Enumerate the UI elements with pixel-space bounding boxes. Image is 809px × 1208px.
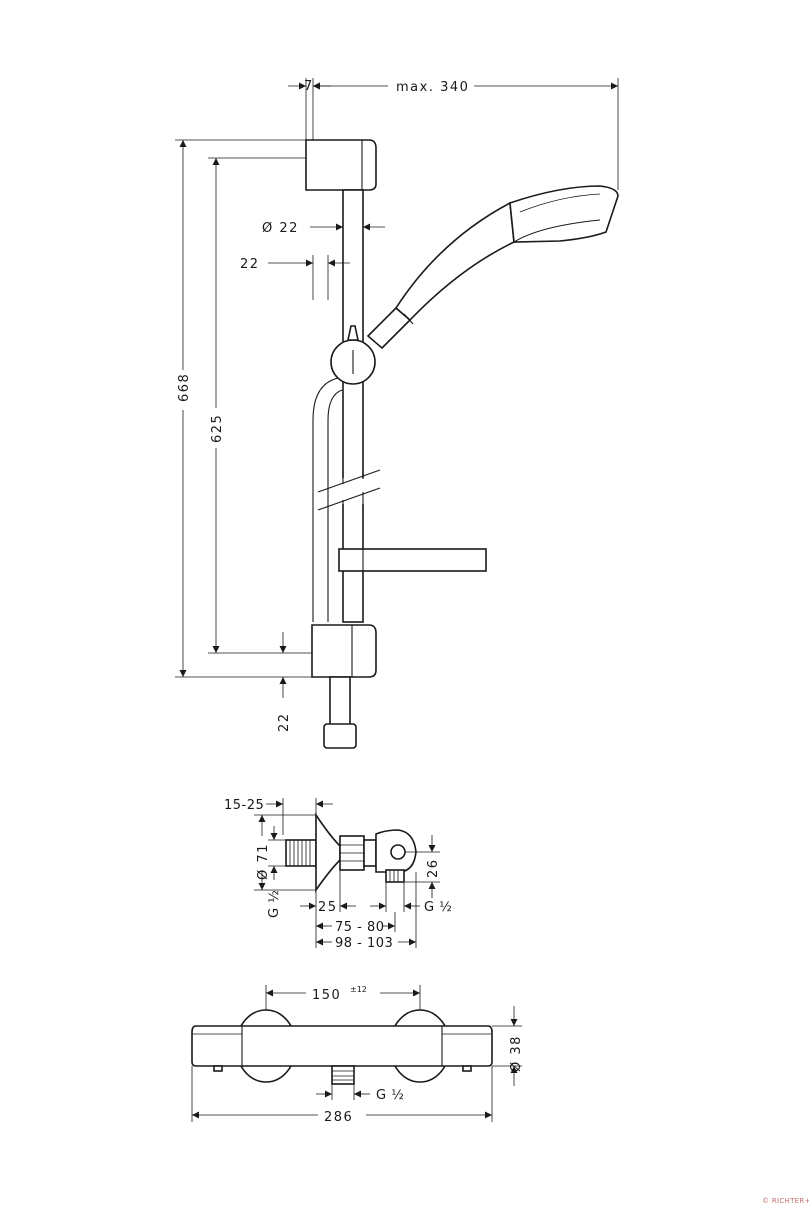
dim-tolerance: ±12: [350, 985, 367, 994]
inlet-thread: [285, 839, 317, 867]
dim-98-103: 98 - 103: [335, 936, 393, 951]
dim-total-height: 668: [177, 373, 192, 402]
dim-rail-diameter: Ø 22: [262, 221, 299, 236]
dim-inlet-thread: G ½: [267, 890, 282, 918]
dim-total-width: 286: [324, 1110, 353, 1125]
dim-height: 26: [426, 858, 441, 878]
dim-top-offset: 7: [304, 79, 314, 94]
bottom-wall-bracket: [311, 624, 377, 678]
connector-view: 15-25 Ø 71 G ½ 26 25 G ½: [224, 798, 452, 951]
rail-break-marks: [315, 469, 385, 511]
slide-rail: [342, 189, 364, 623]
dim-hose-offset: 22: [240, 257, 260, 272]
dim-bottom-offset: 22: [277, 712, 292, 732]
top-wall-bracket: [305, 139, 377, 191]
dim-75-80: 75 - 80: [335, 920, 385, 935]
shower-set-view: 7 max. 340 Ø 22 22 668 625 22: [175, 78, 619, 749]
outlet-thread: [385, 869, 405, 883]
dim-center-distance: 150: [312, 988, 341, 1003]
rosette: [315, 812, 341, 893]
dim-width-max: max. 340: [396, 80, 469, 95]
mixer-body: [191, 1025, 493, 1067]
dim-fixing-distance: 625: [210, 414, 225, 443]
dim-diameter: Ø 38: [509, 1035, 524, 1072]
dim-25: 25: [318, 900, 338, 915]
dim-wall-depth: 15-25: [224, 798, 264, 813]
hand-shower: [366, 185, 619, 350]
soap-dish: [338, 548, 487, 572]
shower-hose: [312, 377, 339, 622]
dim-rosette-diameter: Ø 71: [256, 843, 271, 880]
watermark: © RICHTER+FRENZEL: [762, 1197, 809, 1205]
dim-mixer-outlet-thread: G ½: [376, 1088, 404, 1103]
hose-nut: [323, 723, 357, 749]
mixer-view: 150 ±12 Ø 38 G ½ 286: [191, 985, 524, 1125]
mixer-outlet: [331, 1065, 355, 1085]
dim-outlet-thread: G ½: [424, 900, 452, 915]
